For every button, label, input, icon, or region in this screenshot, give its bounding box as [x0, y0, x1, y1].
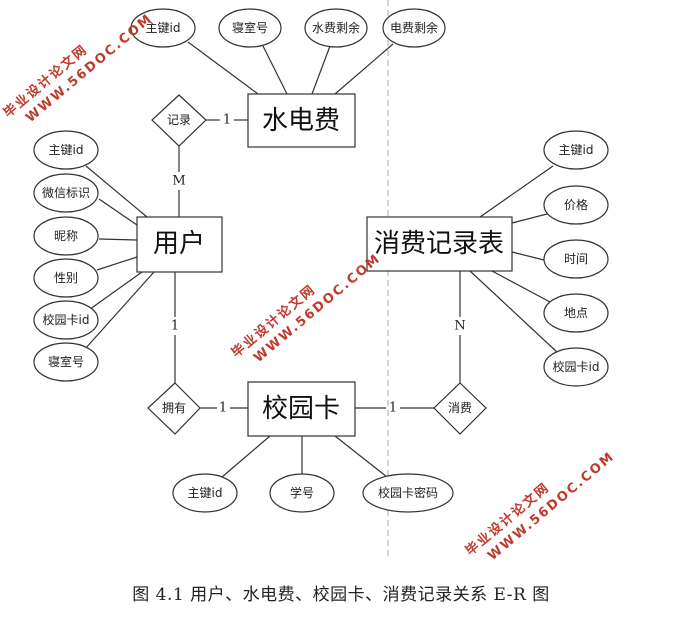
- svg-text:性别: 性别: [54, 271, 78, 285]
- cardinality-own-card: 1: [219, 401, 227, 416]
- relationship-record: 记录: [151, 94, 207, 147]
- attribute-card-student-no: 学号: [269, 473, 335, 513]
- svg-text:WWW.56DOC.COM: WWW.56DOC.COM: [251, 251, 384, 366]
- svg-text:校园卡密码: 校园卡密码: [378, 485, 438, 500]
- svg-text:寝室号: 寝室号: [232, 20, 268, 35]
- attribute-consumption-id: 主键id: [543, 130, 609, 170]
- attribute-card-id: 主键id: [172, 473, 238, 513]
- attribute-consumption-card-id: 校园卡id: [543, 347, 609, 387]
- attribute-user-wechat: 微信标识: [33, 173, 99, 213]
- relationship-own: 拥有: [147, 382, 201, 435]
- svg-text:WWW.56DOC.COM: WWW.56DOC.COM: [485, 449, 618, 564]
- entity-utility: 水电费: [247, 93, 356, 148]
- svg-text:寝室号: 寝室号: [48, 354, 84, 369]
- attribute-card-password: 校园卡密码: [362, 473, 454, 513]
- attribute-user-nickname: 昵称: [33, 216, 99, 256]
- svg-text:昵称: 昵称: [54, 229, 78, 243]
- svg-text:主键id: 主键id: [559, 143, 594, 157]
- svg-text:水费剩余: 水费剩余: [312, 20, 360, 35]
- entity-user: 用户: [136, 216, 223, 273]
- watermark-2: 毕业设计论文网 WWW.56DOC.COM: [228, 251, 384, 366]
- watermark-3: 毕业设计论文网 WWW.56DOC.COM: [462, 449, 618, 564]
- relationship-consume: 消费: [433, 382, 487, 435]
- svg-text:主键id: 主键id: [49, 143, 84, 157]
- attribute-consumption-time: 时间: [543, 239, 609, 279]
- cardinality-consume-consumption: N: [454, 319, 465, 334]
- svg-text:地点: 地点: [564, 306, 588, 320]
- attribute-user-gender: 性别: [33, 258, 99, 298]
- connectors: [84, 41, 559, 478]
- cardinality-record-user: M: [172, 174, 185, 189]
- svg-text:微信标识: 微信标识: [42, 186, 90, 200]
- svg-text:校园卡id: 校园卡id: [553, 359, 600, 374]
- attribute-utility-water-balance: 水费剩余: [304, 8, 368, 48]
- svg-text:水电费: 水电费: [262, 106, 340, 136]
- svg-text:价格: 价格: [564, 197, 588, 212]
- cardinality-own-user: 1: [171, 319, 179, 334]
- svg-text:主键id: 主键id: [146, 21, 181, 35]
- attribute-utility-dorm: 寝室号: [218, 8, 282, 48]
- attribute-user-id: 主键id: [33, 130, 99, 170]
- svg-text:记录: 记录: [167, 113, 191, 127]
- svg-text:学号: 学号: [290, 485, 314, 500]
- svg-text:用户: 用户: [153, 229, 205, 259]
- svg-text:电费剩余: 电费剩余: [390, 20, 438, 35]
- attribute-utility-id: 主键id: [130, 8, 196, 48]
- attribute-consumption-location: 地点: [543, 293, 609, 333]
- cardinality-consume-card: 1: [389, 401, 397, 416]
- attribute-consumption-price: 价格: [543, 185, 609, 225]
- entity-consumption-record: 消费记录表: [366, 216, 513, 272]
- svg-text:校园卡id: 校园卡id: [43, 312, 90, 327]
- svg-text:消费记录表: 消费记录表: [374, 229, 504, 259]
- svg-text:WWW.56DOC.COM: WWW.56DOC.COM: [23, 11, 156, 126]
- svg-text:主键id: 主键id: [188, 486, 223, 500]
- watermark-1: 毕业设计论文网 WWW.56DOC.COM: [0, 11, 156, 126]
- cardinality-record-utility: 1: [223, 113, 231, 128]
- svg-text:时间: 时间: [564, 252, 588, 266]
- entity-campus-card: 校园卡: [247, 381, 356, 437]
- attribute-user-dorm: 寝室号: [33, 342, 99, 382]
- attribute-utility-power-balance: 电费剩余: [382, 8, 446, 48]
- figure-caption: 图 4.1 用户、水电费、校园卡、消费记录关系 E-R 图: [132, 585, 550, 605]
- svg-text:校园卡: 校园卡: [262, 394, 340, 424]
- attribute-user-card-id: 校园卡id: [33, 300, 99, 340]
- svg-text:消费: 消费: [448, 401, 472, 415]
- svg-text:拥有: 拥有: [162, 401, 186, 415]
